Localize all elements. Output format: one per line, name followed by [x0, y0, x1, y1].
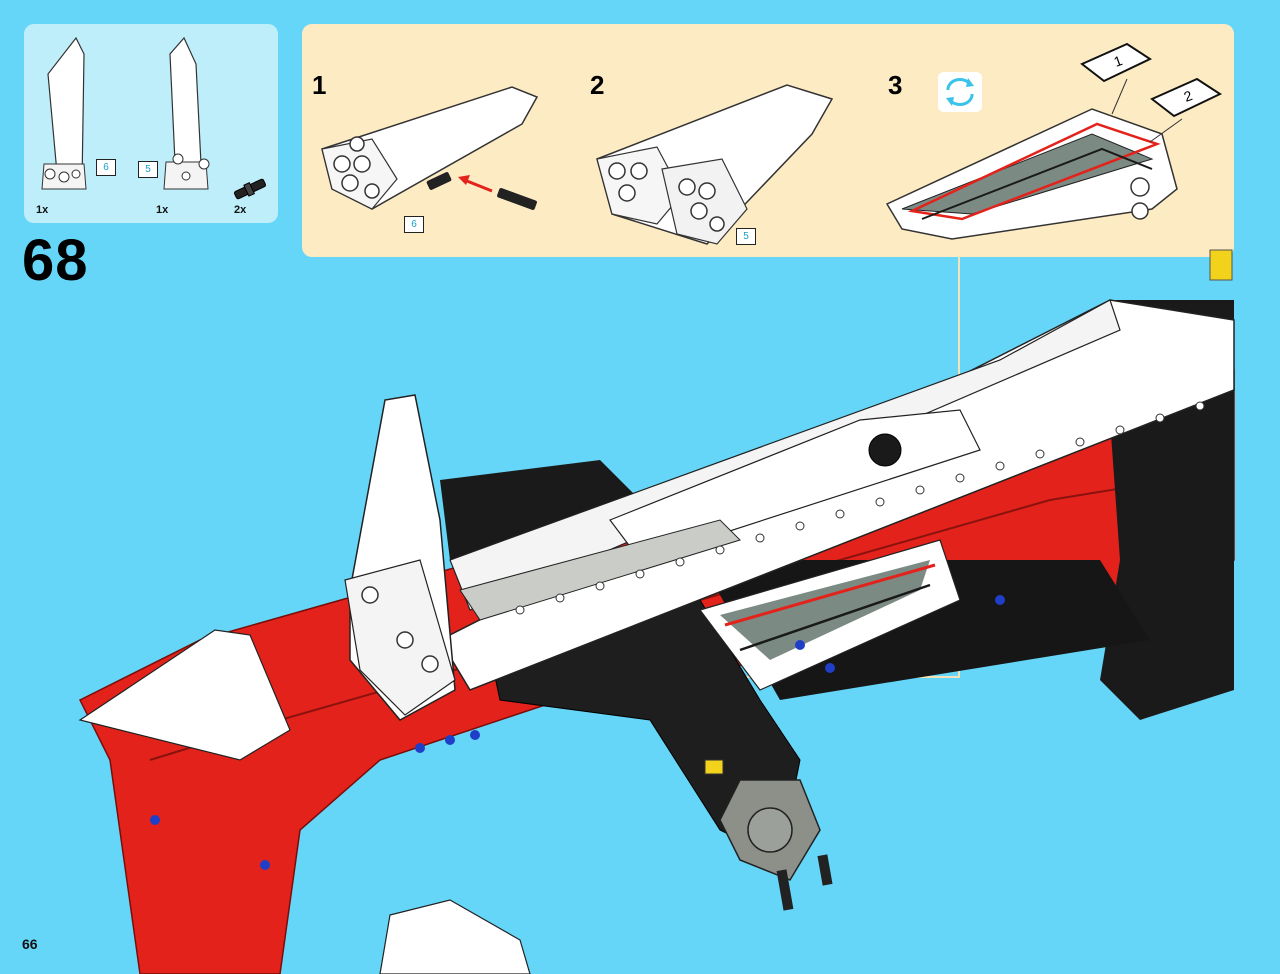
- part-quantity: 2x: [234, 204, 247, 216]
- sub-assembly-box: 1 6 2 5 3: [302, 24, 1234, 257]
- sub-step-1-illustration: [321, 86, 539, 210]
- page-number: 66: [22, 936, 38, 952]
- white-wing-panel-icon: [41, 36, 87, 190]
- rotate-icon: [938, 72, 982, 112]
- sub-step-2-illustration: [596, 84, 834, 245]
- part-quantity: 1x: [36, 204, 49, 216]
- step-number: 68: [22, 228, 89, 293]
- parts-list-box: 6 1x 5 1x 2x: [24, 24, 278, 223]
- sub-step-2-tag: 5: [736, 228, 756, 245]
- sub-step-3-illustration: 1 2: [885, 42, 1223, 240]
- sub-step-2-number: 2: [590, 70, 605, 100]
- black-connector-pin-icon: [233, 178, 267, 200]
- part-tag: 5: [138, 161, 158, 178]
- sub-step-1-number: 1: [312, 70, 327, 100]
- sub-step-3-number: 3: [888, 70, 903, 100]
- part-tag: 6: [96, 159, 116, 176]
- part-quantity: 1x: [156, 204, 169, 216]
- white-wing-panel-icon: [163, 36, 210, 190]
- sub-step-1-tag: 6: [404, 216, 424, 233]
